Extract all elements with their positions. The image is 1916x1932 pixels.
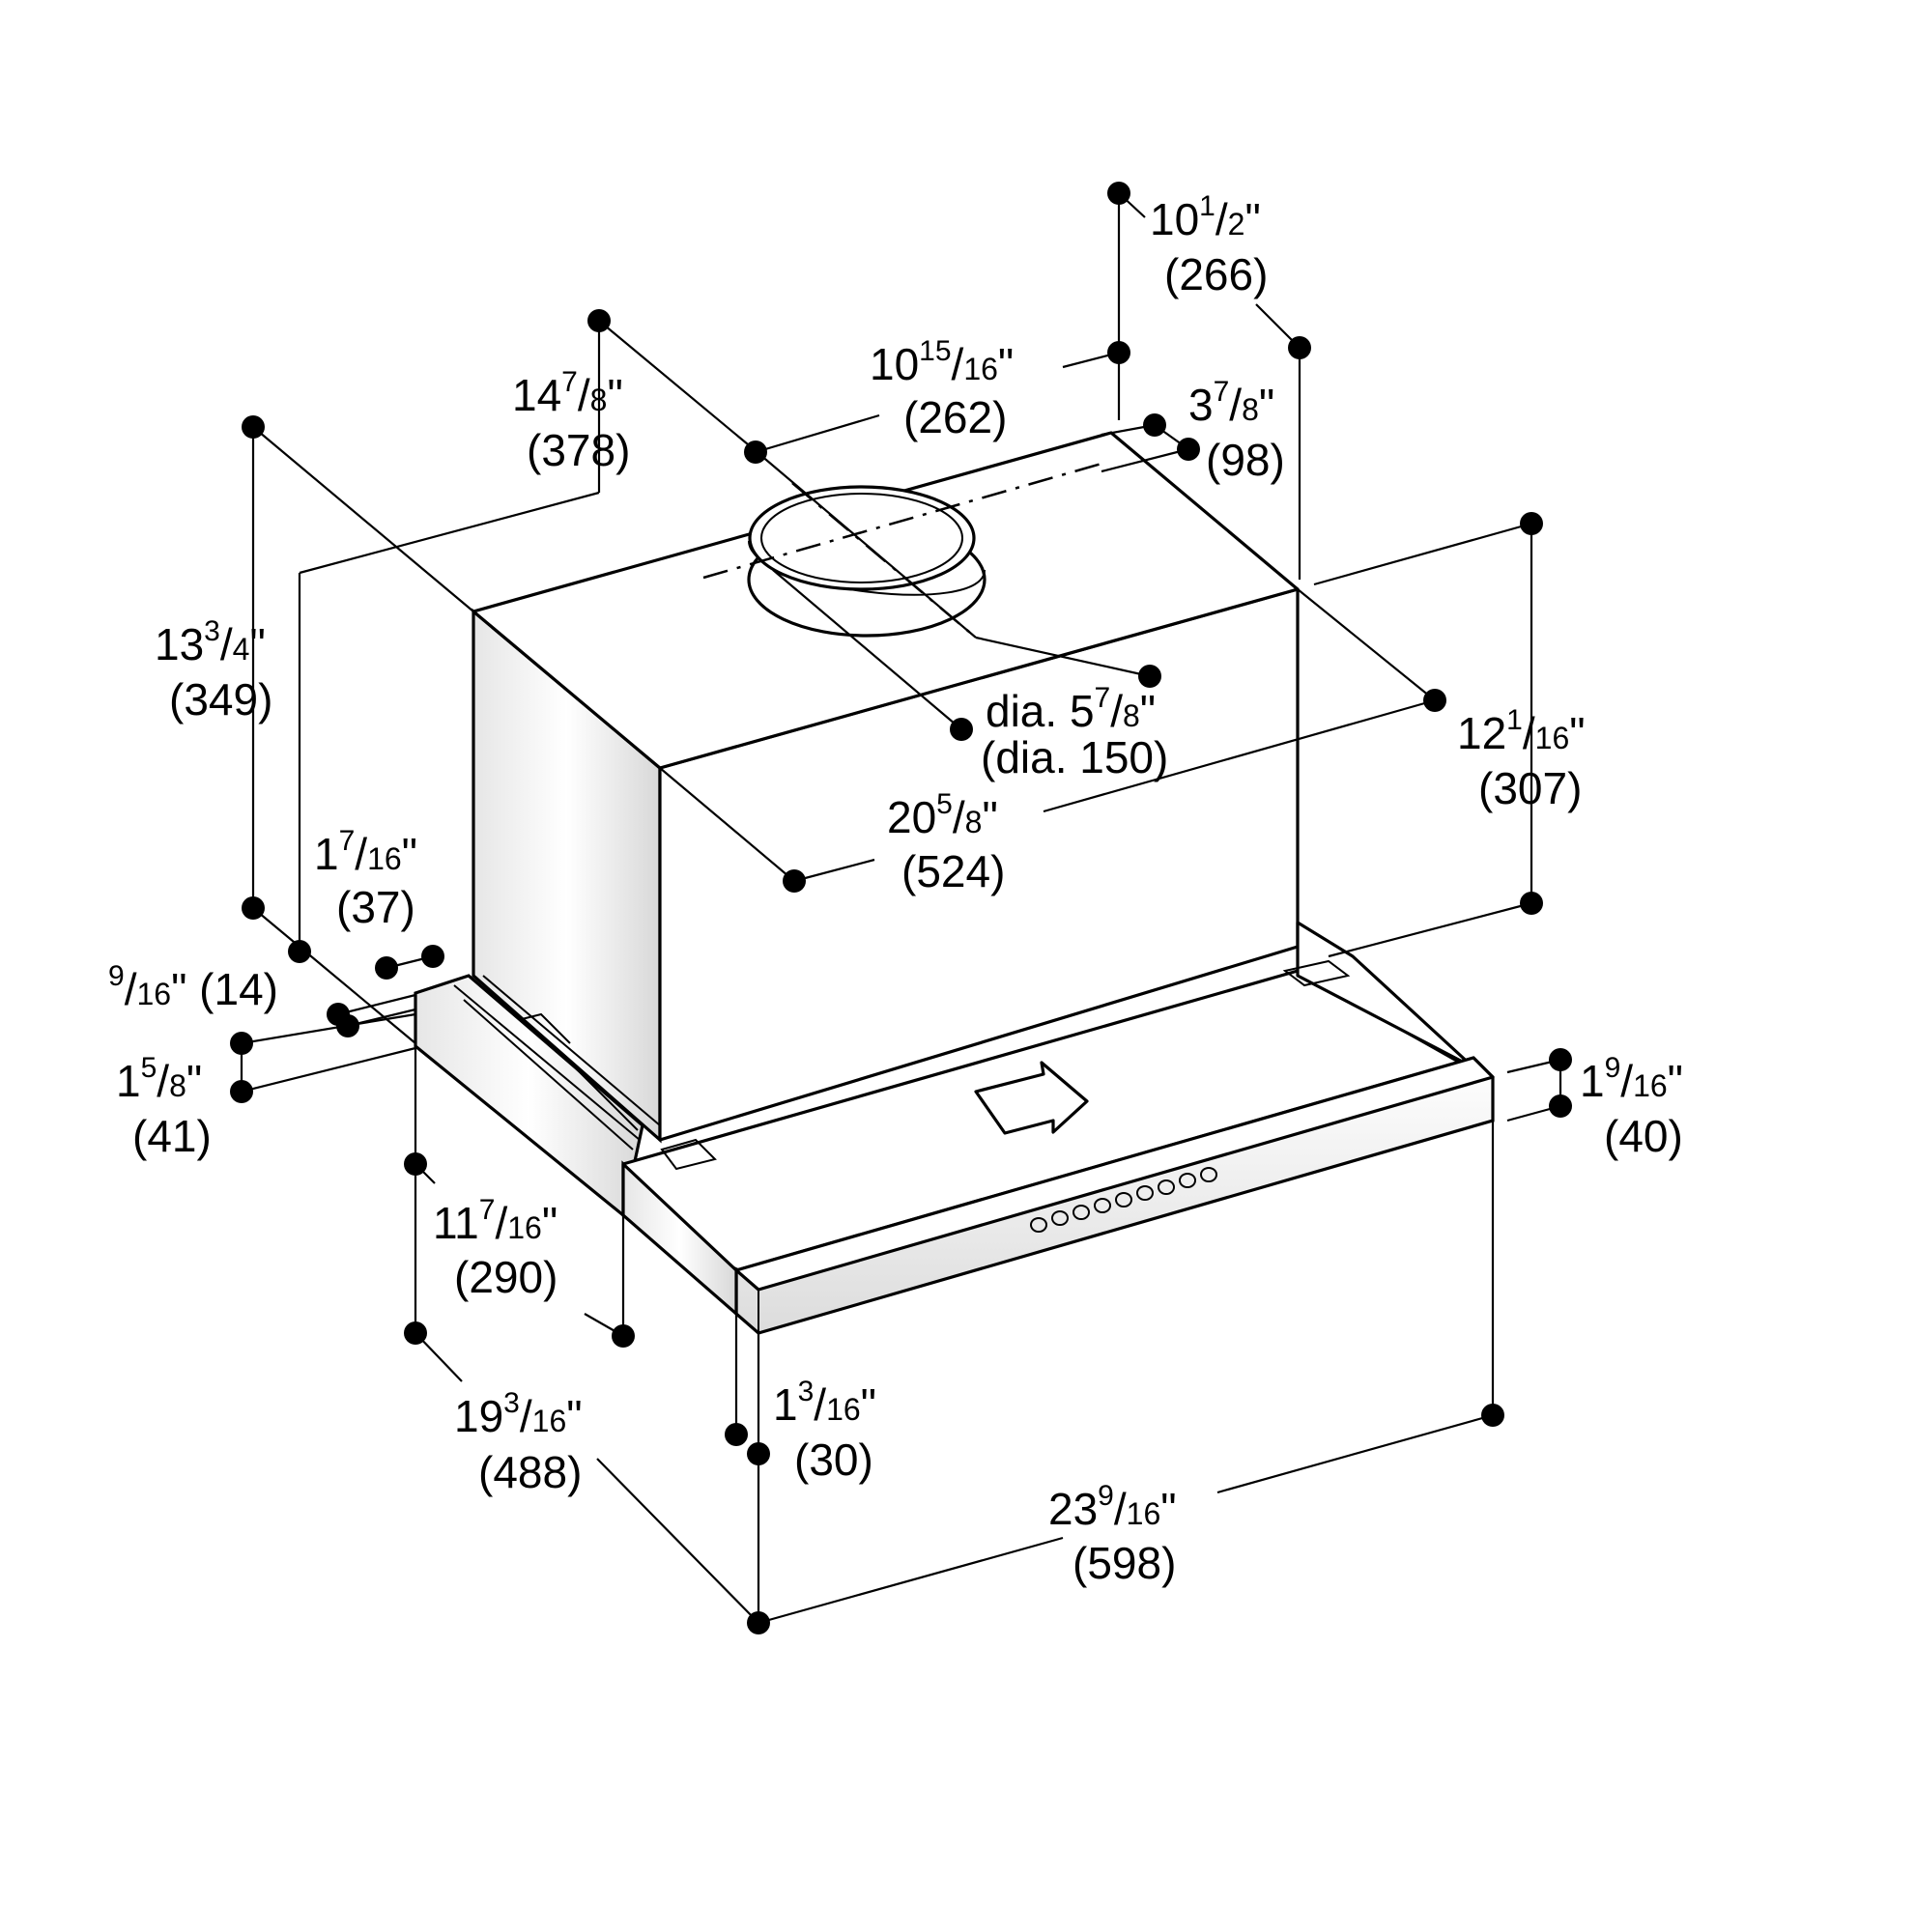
dimension-label: 121/16" (307) <box>1457 704 1586 813</box>
svg-text:17/16": 17/16" <box>314 825 417 879</box>
svg-text:117/16": 117/16" <box>433 1194 558 1248</box>
svg-text:(98): (98) <box>1206 435 1285 485</box>
svg-text:(262): (262) <box>903 392 1007 442</box>
dimension-label: 15/8" (41) <box>116 1052 212 1161</box>
svg-text:15/8": 15/8" <box>116 1052 202 1106</box>
control-button-icon <box>1136 1185 1154 1201</box>
dimension-label: dia. 57/8" (dia. 150) <box>981 682 1168 782</box>
svg-text:101/2": 101/2" <box>1150 190 1261 244</box>
control-button-icon <box>1115 1192 1132 1208</box>
svg-text:(37): (37) <box>336 882 415 932</box>
svg-text:133/4": 133/4" <box>155 615 266 669</box>
dimension-label: 147/8" (378) <box>512 366 630 475</box>
svg-text:(307): (307) <box>1478 763 1582 813</box>
svg-text:(378): (378) <box>527 425 630 475</box>
control-buttons <box>1030 1167 1217 1233</box>
airflow-arrow-icon <box>974 1061 1089 1135</box>
dimension-label: 239/16" (598) <box>1048 1480 1177 1588</box>
svg-text:(266): (266) <box>1164 249 1268 299</box>
svg-text:121/16": 121/16" <box>1457 704 1586 758</box>
svg-text:13/16": 13/16" <box>773 1376 876 1430</box>
dimension-label: 13/16" (30) <box>773 1376 876 1485</box>
dimension-label: 117/16" (290) <box>433 1194 558 1302</box>
dimension-points <box>230 182 1572 1634</box>
svg-text:(488): (488) <box>478 1447 582 1497</box>
svg-text:(30): (30) <box>794 1435 873 1485</box>
svg-text:239/16": 239/16" <box>1048 1480 1177 1534</box>
control-button-icon <box>1200 1167 1217 1182</box>
svg-text:9/16" (14): 9/16" (14) <box>108 960 278 1014</box>
svg-text:(349): (349) <box>169 674 272 724</box>
svg-text:(290): (290) <box>454 1252 558 1302</box>
extractor-tray <box>414 921 1495 1335</box>
svg-text:37/8": 37/8" <box>1188 376 1274 430</box>
control-button-icon <box>1158 1179 1175 1195</box>
svg-text:19/16": 19/16" <box>1580 1052 1683 1106</box>
dimension-label: 101/2" (266) <box>1150 190 1268 299</box>
svg-text:147/8": 147/8" <box>512 366 623 420</box>
svg-text:205/8": 205/8" <box>887 788 998 842</box>
svg-text:193/16": 193/16" <box>454 1387 583 1441</box>
duct-collar <box>747 485 987 638</box>
svg-text:(40): (40) <box>1604 1111 1683 1161</box>
svg-text:dia. 57/8": dia. 57/8" <box>986 682 1156 736</box>
dimension-label: 193/16" (488) <box>454 1387 583 1497</box>
control-button-icon <box>1072 1205 1090 1220</box>
control-button-icon <box>1094 1198 1111 1213</box>
dimension-label: 9/16" (14) <box>108 960 278 1014</box>
svg-text:(598): (598) <box>1072 1538 1176 1588</box>
dimension-label: 1015/16" (262) <box>870 335 1014 442</box>
control-button-icon <box>1051 1210 1069 1226</box>
svg-text:(dia. 150): (dia. 150) <box>981 732 1168 782</box>
dimension-label: 205/8" (524) <box>887 788 1005 896</box>
svg-text:(524): (524) <box>901 846 1005 896</box>
dimension-label: 17/16" (37) <box>314 825 417 932</box>
control-button-icon <box>1030 1217 1047 1233</box>
svg-text:(41): (41) <box>132 1111 212 1161</box>
svg-text:1015/16": 1015/16" <box>870 335 1014 389</box>
centerline-horizontal <box>702 462 1102 580</box>
dimension-label: 133/4" (349) <box>155 615 272 724</box>
dimension-label: 19/16" (40) <box>1580 1052 1683 1161</box>
dimension-label: 37/8" (98) <box>1188 376 1285 485</box>
control-button-icon <box>1179 1173 1196 1188</box>
